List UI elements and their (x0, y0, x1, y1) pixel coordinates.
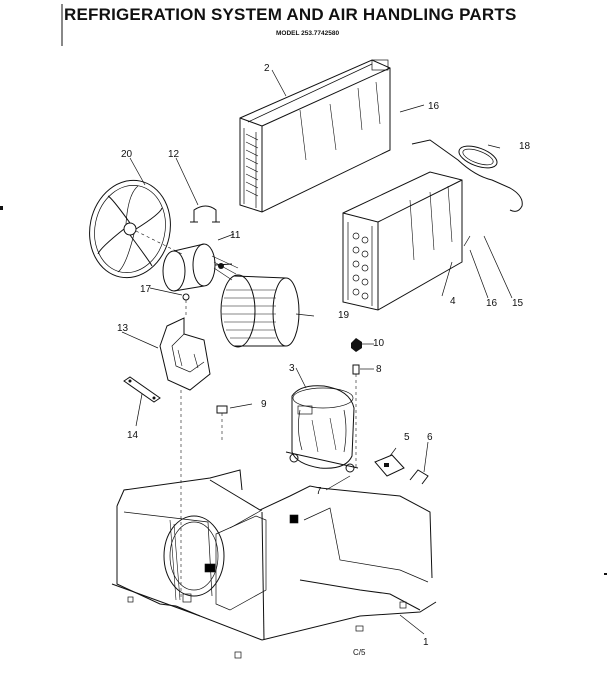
callout-9: 9 (261, 399, 267, 410)
model-number: MODEL 253.7742580 (276, 30, 339, 37)
blower-wheel (220, 274, 300, 348)
evaporator-coil (239, 59, 391, 213)
callout-3: 3 (289, 363, 295, 374)
callout-15: 15 (512, 298, 524, 309)
motor-bracket (190, 205, 220, 223)
callout-16a: 16 (428, 101, 440, 112)
edge-mark-left (0, 206, 3, 210)
callout-1: 1 (423, 637, 429, 648)
condenser-coil (342, 171, 463, 311)
motor-mount (159, 317, 211, 600)
clip (182, 293, 190, 316)
callout-20: 20 (121, 149, 133, 160)
fan-blade (89, 179, 183, 279)
capillary-tube (411, 139, 523, 212)
callout-2: 2 (264, 63, 270, 74)
edge-mark-right (604, 573, 607, 575)
page-title: REFRIGERATION SYSTEM AND AIR HANDLING PA… (64, 5, 517, 24)
strap (123, 376, 161, 403)
callout-10: 10 (373, 338, 385, 349)
grommet (216, 405, 228, 440)
callout-16b: 16 (486, 298, 498, 309)
callout-19: 19 (338, 310, 350, 321)
callout-8: 8 (376, 364, 382, 375)
callout-4: 4 (450, 296, 456, 307)
leader-lines (121, 69, 513, 635)
base-pan (111, 469, 437, 659)
terminal-clip (409, 469, 429, 485)
callout-7: 7 (316, 486, 322, 497)
callout-18: 18 (519, 141, 531, 152)
page-code: C/5 (353, 648, 366, 657)
cap-and-fitting (351, 338, 362, 470)
callout-6: 6 (427, 432, 433, 443)
callout-12: 12 (168, 149, 180, 160)
callout-14: 14 (127, 430, 139, 441)
compressor (285, 385, 359, 473)
fan-motor (162, 243, 239, 292)
callout-17: 17 (140, 284, 152, 295)
callout-11: 11 (230, 230, 241, 241)
callout-5: 5 (404, 432, 410, 443)
terminal-cover (374, 454, 405, 477)
callout-13: 13 (117, 323, 129, 334)
